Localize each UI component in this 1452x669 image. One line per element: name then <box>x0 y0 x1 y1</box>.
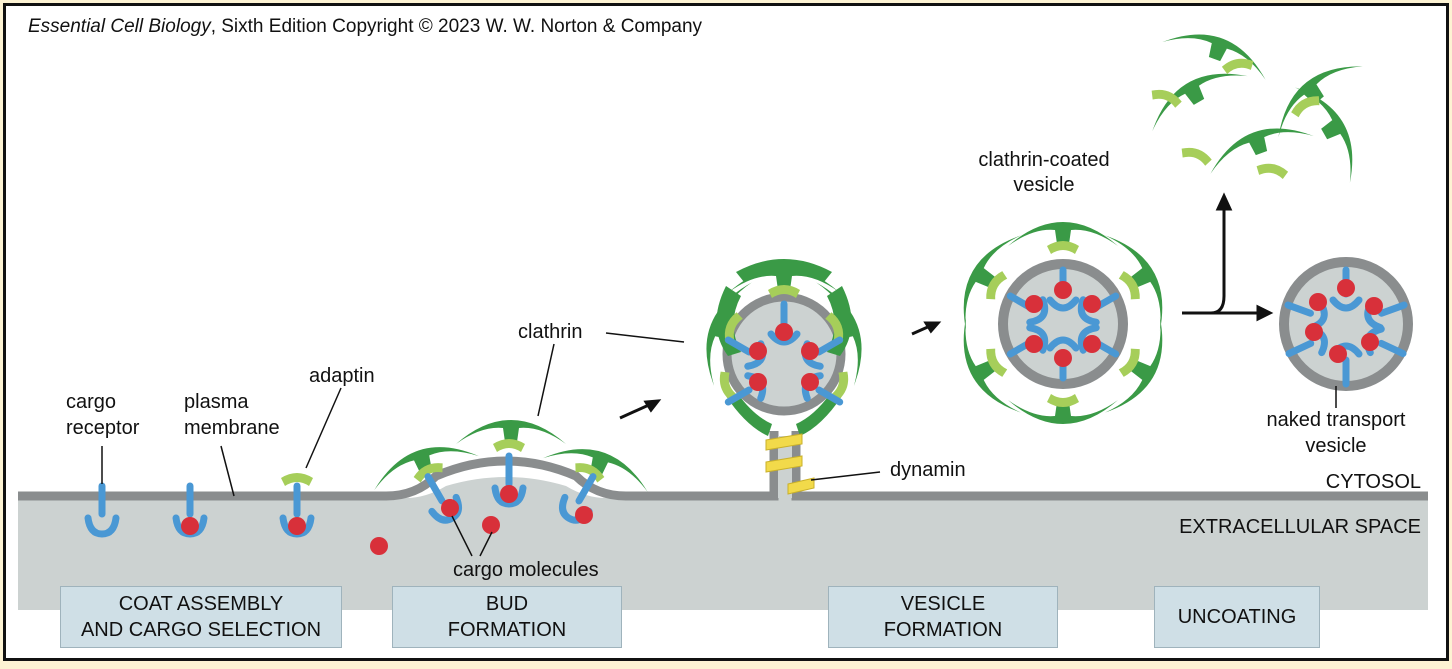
stage-uncoating: UNCOATING <box>1154 586 1320 648</box>
naked-transport-vesicle-icon <box>1279 257 1413 391</box>
cargo-molecule-icon <box>370 537 388 555</box>
stage-3-line-2: FORMATION <box>883 619 1003 641</box>
stage-bud-formation: BUD FORMATION <box>392 586 622 648</box>
cargo-receptor-label-2: receptor <box>66 417 140 439</box>
clathrin-coated-vesicle-label-1: clathrin-coated <box>978 149 1109 171</box>
naked-transport-vesicle-label-2: vesicle <box>1305 435 1366 457</box>
copyright-line: Essential Cell Biology, Sixth Edition Co… <box>28 16 702 38</box>
book-title: Essential Cell Biology <box>28 16 211 37</box>
plasma-membrane-label-2: membrane <box>184 417 280 439</box>
budding-vesicle <box>691 259 877 436</box>
cargo-molecules-label: cargo molecules <box>453 559 599 581</box>
dynamin-label: dynamin <box>890 459 966 481</box>
clathrin-coated-vesicle-icon <box>945 222 1181 425</box>
cargo-molecule-icon <box>288 517 306 535</box>
figure-frame: Essential Cell Biology, Sixth Edition Co… <box>3 3 1449 661</box>
stage-1-line-1: COAT ASSEMBLY <box>118 593 284 615</box>
copyright-text: , Sixth Edition Copyright © 2023 W. W. N… <box>210 16 703 37</box>
stage-1-line-2: AND CARGO SELECTION <box>80 619 322 641</box>
plasma-membrane <box>18 431 1428 501</box>
cargo-molecule-icon <box>181 517 199 535</box>
stage-2-line-1: BUD <box>485 593 529 615</box>
cytosol-label: CYTOSOL <box>1326 471 1421 493</box>
naked-transport-vesicle-label-1: naked transport <box>1267 409 1406 431</box>
endocytosis-diagram: cargo receptor plasma membrane adaptin c… <box>18 19 1428 610</box>
cargo-receptor-label-1: cargo <box>66 391 116 413</box>
extracellular-space-label: EXTRACELLULAR SPACE <box>1179 516 1421 538</box>
stage-vesicle-formation: VESICLE FORMATION <box>828 586 1058 648</box>
adaptin-label: adaptin <box>309 365 375 387</box>
stage-coat-assembly: COAT ASSEMBLY AND CARGO SELECTION <box>60 586 342 648</box>
dynamin-icon <box>765 433 815 495</box>
stage-3-line-1: VESICLE <box>900 593 986 615</box>
stage-2-line-2: FORMATION <box>447 619 567 641</box>
clathrin-label: clathrin <box>518 321 582 343</box>
plasma-membrane-label-1: plasma <box>184 391 249 413</box>
stage-4-line-1: UNCOATING <box>1177 606 1297 628</box>
clathrin-coated-vesicle-label-2: vesicle <box>1013 174 1074 196</box>
released-coat-proteins <box>1140 19 1371 183</box>
